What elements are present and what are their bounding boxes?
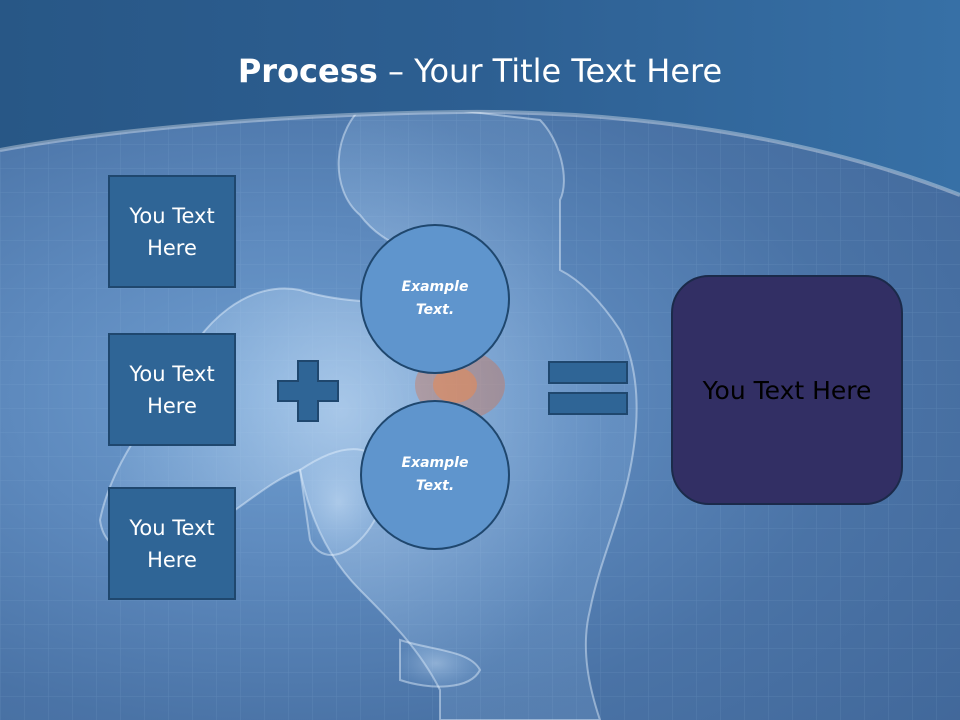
circle-bottom: Example Text. [360,400,510,550]
left-box-2: You Text Here [108,333,236,446]
circle-top-label: Example Text. [401,279,469,318]
left-box-3-label: You Text Here [129,515,215,572]
human-figure [98,98,638,720]
left-box-2-label: You Text Here [129,361,215,418]
equals-icon [548,361,628,415]
page-title: Process – Your Title Text Here [0,52,960,90]
title-rest: – Your Title Text Here [377,52,723,90]
title-bold: Process [237,52,378,90]
circle-top: Example Text. [360,224,510,374]
circle-bottom-label: Example Text. [401,455,469,494]
left-box-3: You Text Here [108,487,236,600]
left-box-1-label: You Text Here [129,203,215,260]
result-box: You Text Here [671,275,903,505]
result-label: You Text Here [702,375,872,405]
left-box-1: You Text Here [108,175,236,288]
plus-icon [277,360,339,422]
